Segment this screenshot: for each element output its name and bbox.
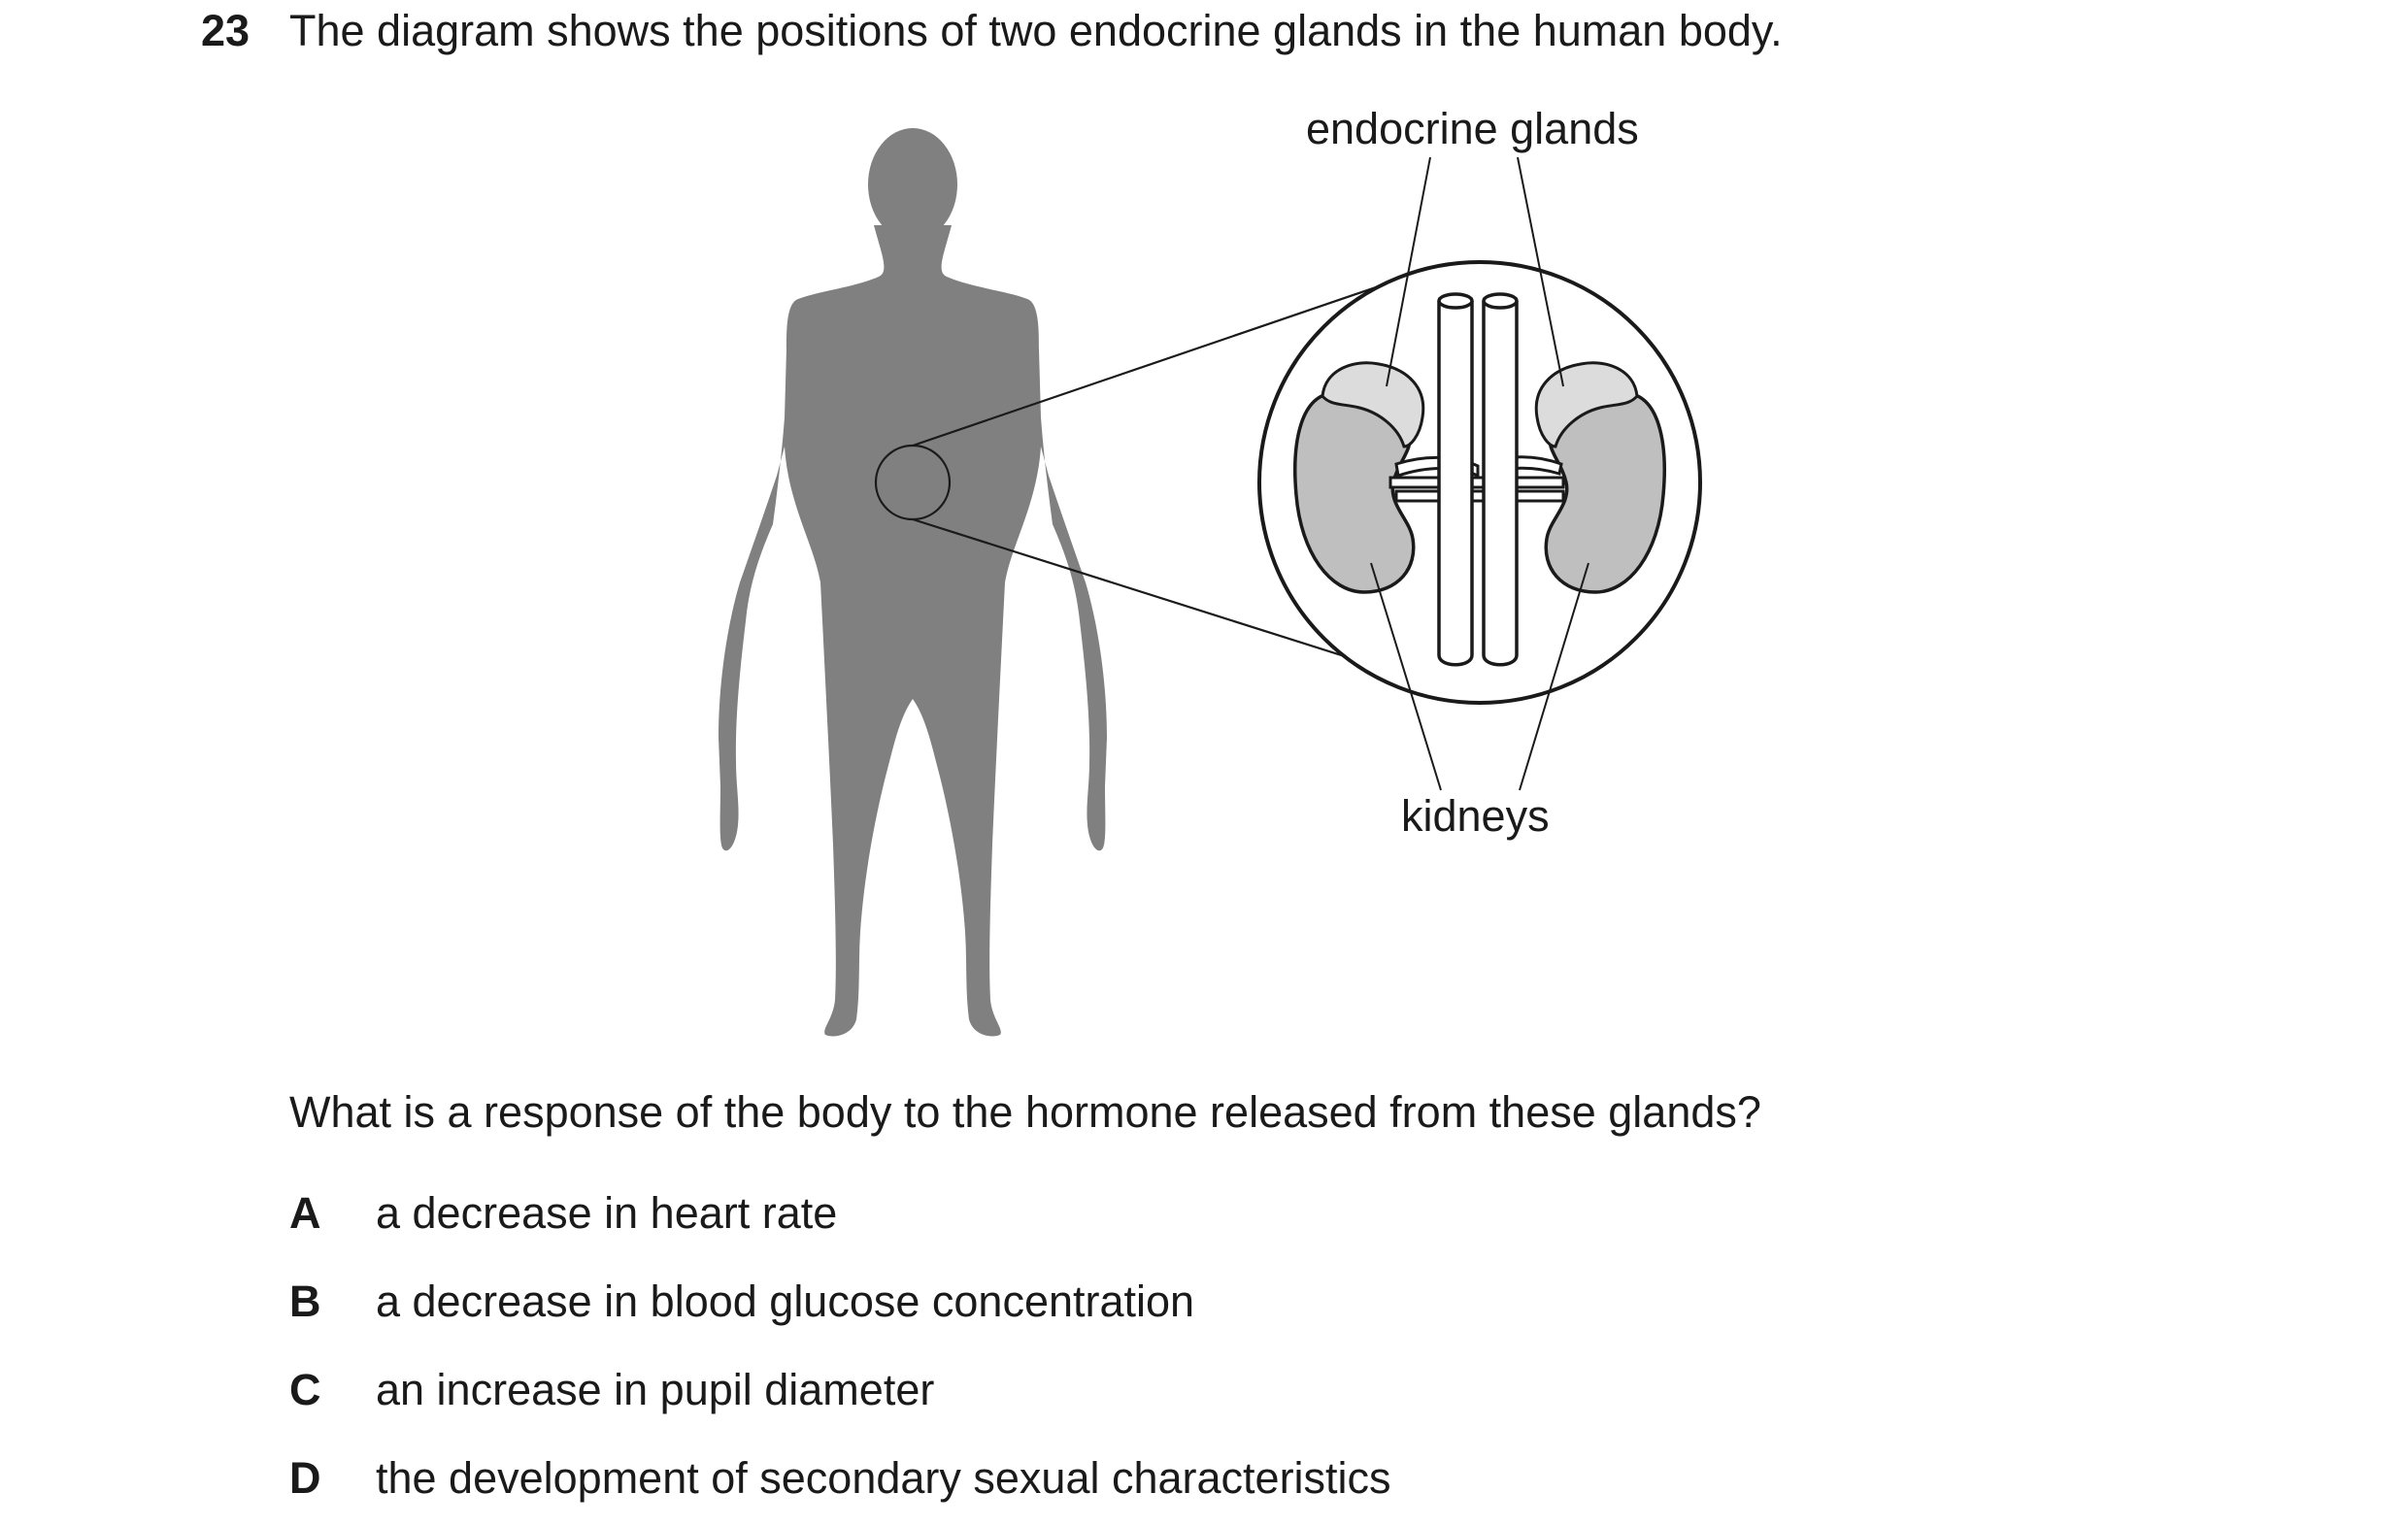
kidney-leader-left: [1370, 562, 1442, 791]
option-text: a decrease in blood glucose concentratio…: [376, 1277, 1195, 1326]
option-text: the development of secondary sexual char…: [376, 1453, 1391, 1503]
option-letter: A: [289, 1188, 321, 1238]
option-letter: D: [289, 1453, 321, 1503]
gland-leader-right: [1517, 156, 1564, 387]
vessel-right: [1482, 301, 1519, 667]
major-blood-vessels: [1437, 292, 1519, 667]
label-kidneys: kidneys: [1401, 791, 1550, 841]
option-letter: B: [289, 1277, 321, 1326]
question-prompt: What is a response of the body to the ho…: [289, 1087, 1761, 1137]
endocrine-diagram: [719, 128, 1702, 1037]
option-letter: C: [289, 1365, 321, 1414]
question-number: 23: [201, 6, 251, 55]
gland-leader-left: [1386, 156, 1431, 387]
kidney-leader-right: [1519, 562, 1589, 791]
label-endocrine-glands: endocrine glands: [1306, 104, 1639, 153]
gland-left: [1321, 361, 1425, 448]
question-stem: The diagram shows the positions of two e…: [289, 6, 1783, 55]
magnified-view: [1257, 260, 1702, 705]
option-text: a decrease in heart rate: [376, 1188, 838, 1238]
vessel-left: [1437, 301, 1474, 667]
gland-right: [1534, 361, 1639, 448]
human-body-silhouette: [719, 128, 1107, 1037]
option-text: an increase in pupil diameter: [376, 1365, 935, 1414]
leader-lines: [1370, 156, 1589, 791]
